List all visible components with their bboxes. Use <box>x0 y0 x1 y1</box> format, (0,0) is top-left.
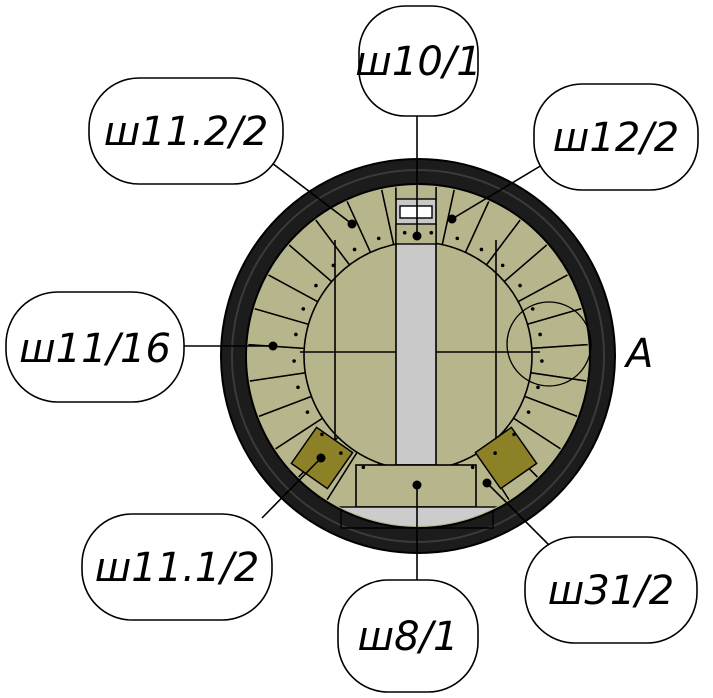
callout-c2-label: ш11.2/2 <box>104 109 269 155</box>
right-keyed-block <box>474 426 538 490</box>
center-bar-slot-1 <box>399 205 433 219</box>
callout-c4-label: ш11/16 <box>19 326 171 372</box>
pin-dot <box>376 236 381 241</box>
callout-c3-label: ш12/2 <box>553 115 679 161</box>
pin-dot <box>301 307 306 311</box>
callout-c6-label: ш8/1 <box>358 614 459 660</box>
pin-dot <box>331 263 336 268</box>
pin-dot <box>361 465 366 470</box>
detail-a-circle <box>506 301 592 387</box>
pin-dot <box>479 247 484 252</box>
pin-dot <box>500 263 505 268</box>
pin-dot <box>538 332 542 337</box>
detail-a-label: A <box>623 331 653 377</box>
pin-dot <box>429 230 434 235</box>
pin-dot <box>320 432 324 437</box>
leader-c7 <box>486 482 551 547</box>
pin-dot <box>339 451 343 455</box>
pin-dot <box>540 359 544 363</box>
leader-c2 <box>267 159 353 225</box>
center-bar-top-block <box>395 186 437 200</box>
leader-lines <box>184 115 551 582</box>
leader-c3 <box>451 161 548 220</box>
pin-dot <box>526 410 531 414</box>
pin-dot <box>470 465 475 470</box>
callout-c7-label: ш31/2 <box>548 568 674 614</box>
ring-groove <box>231 169 605 543</box>
callout-c5-label: ш11.1/2 <box>95 545 260 591</box>
pin-dot <box>292 359 296 363</box>
leader-c5 <box>261 457 322 519</box>
callout-c4: ш11/16 <box>5 291 185 403</box>
callout-c5: ш11.1/2 <box>81 513 273 621</box>
pin-dot <box>512 432 516 437</box>
pin-dot <box>518 283 522 288</box>
pin-dot <box>493 451 497 455</box>
pin-dot <box>294 332 298 337</box>
callout-c2: ш11.2/2 <box>88 77 284 185</box>
pin-dot <box>305 410 310 414</box>
pin-dot <box>530 307 535 311</box>
callout-c1: ш10/1 <box>355 5 482 117</box>
pin-dot <box>296 385 300 390</box>
pin-dot <box>352 247 357 252</box>
pin-dot <box>402 230 407 235</box>
callout-c3: ш12/2 <box>533 83 699 191</box>
pin-dot <box>314 283 318 288</box>
callout-c6: ш8/1 <box>337 579 479 693</box>
pin-dot <box>536 385 540 390</box>
pin-dot <box>455 236 460 241</box>
callout-c1-label: ш10/1 <box>355 39 481 85</box>
callout-c7: ш31/2 <box>524 536 698 644</box>
